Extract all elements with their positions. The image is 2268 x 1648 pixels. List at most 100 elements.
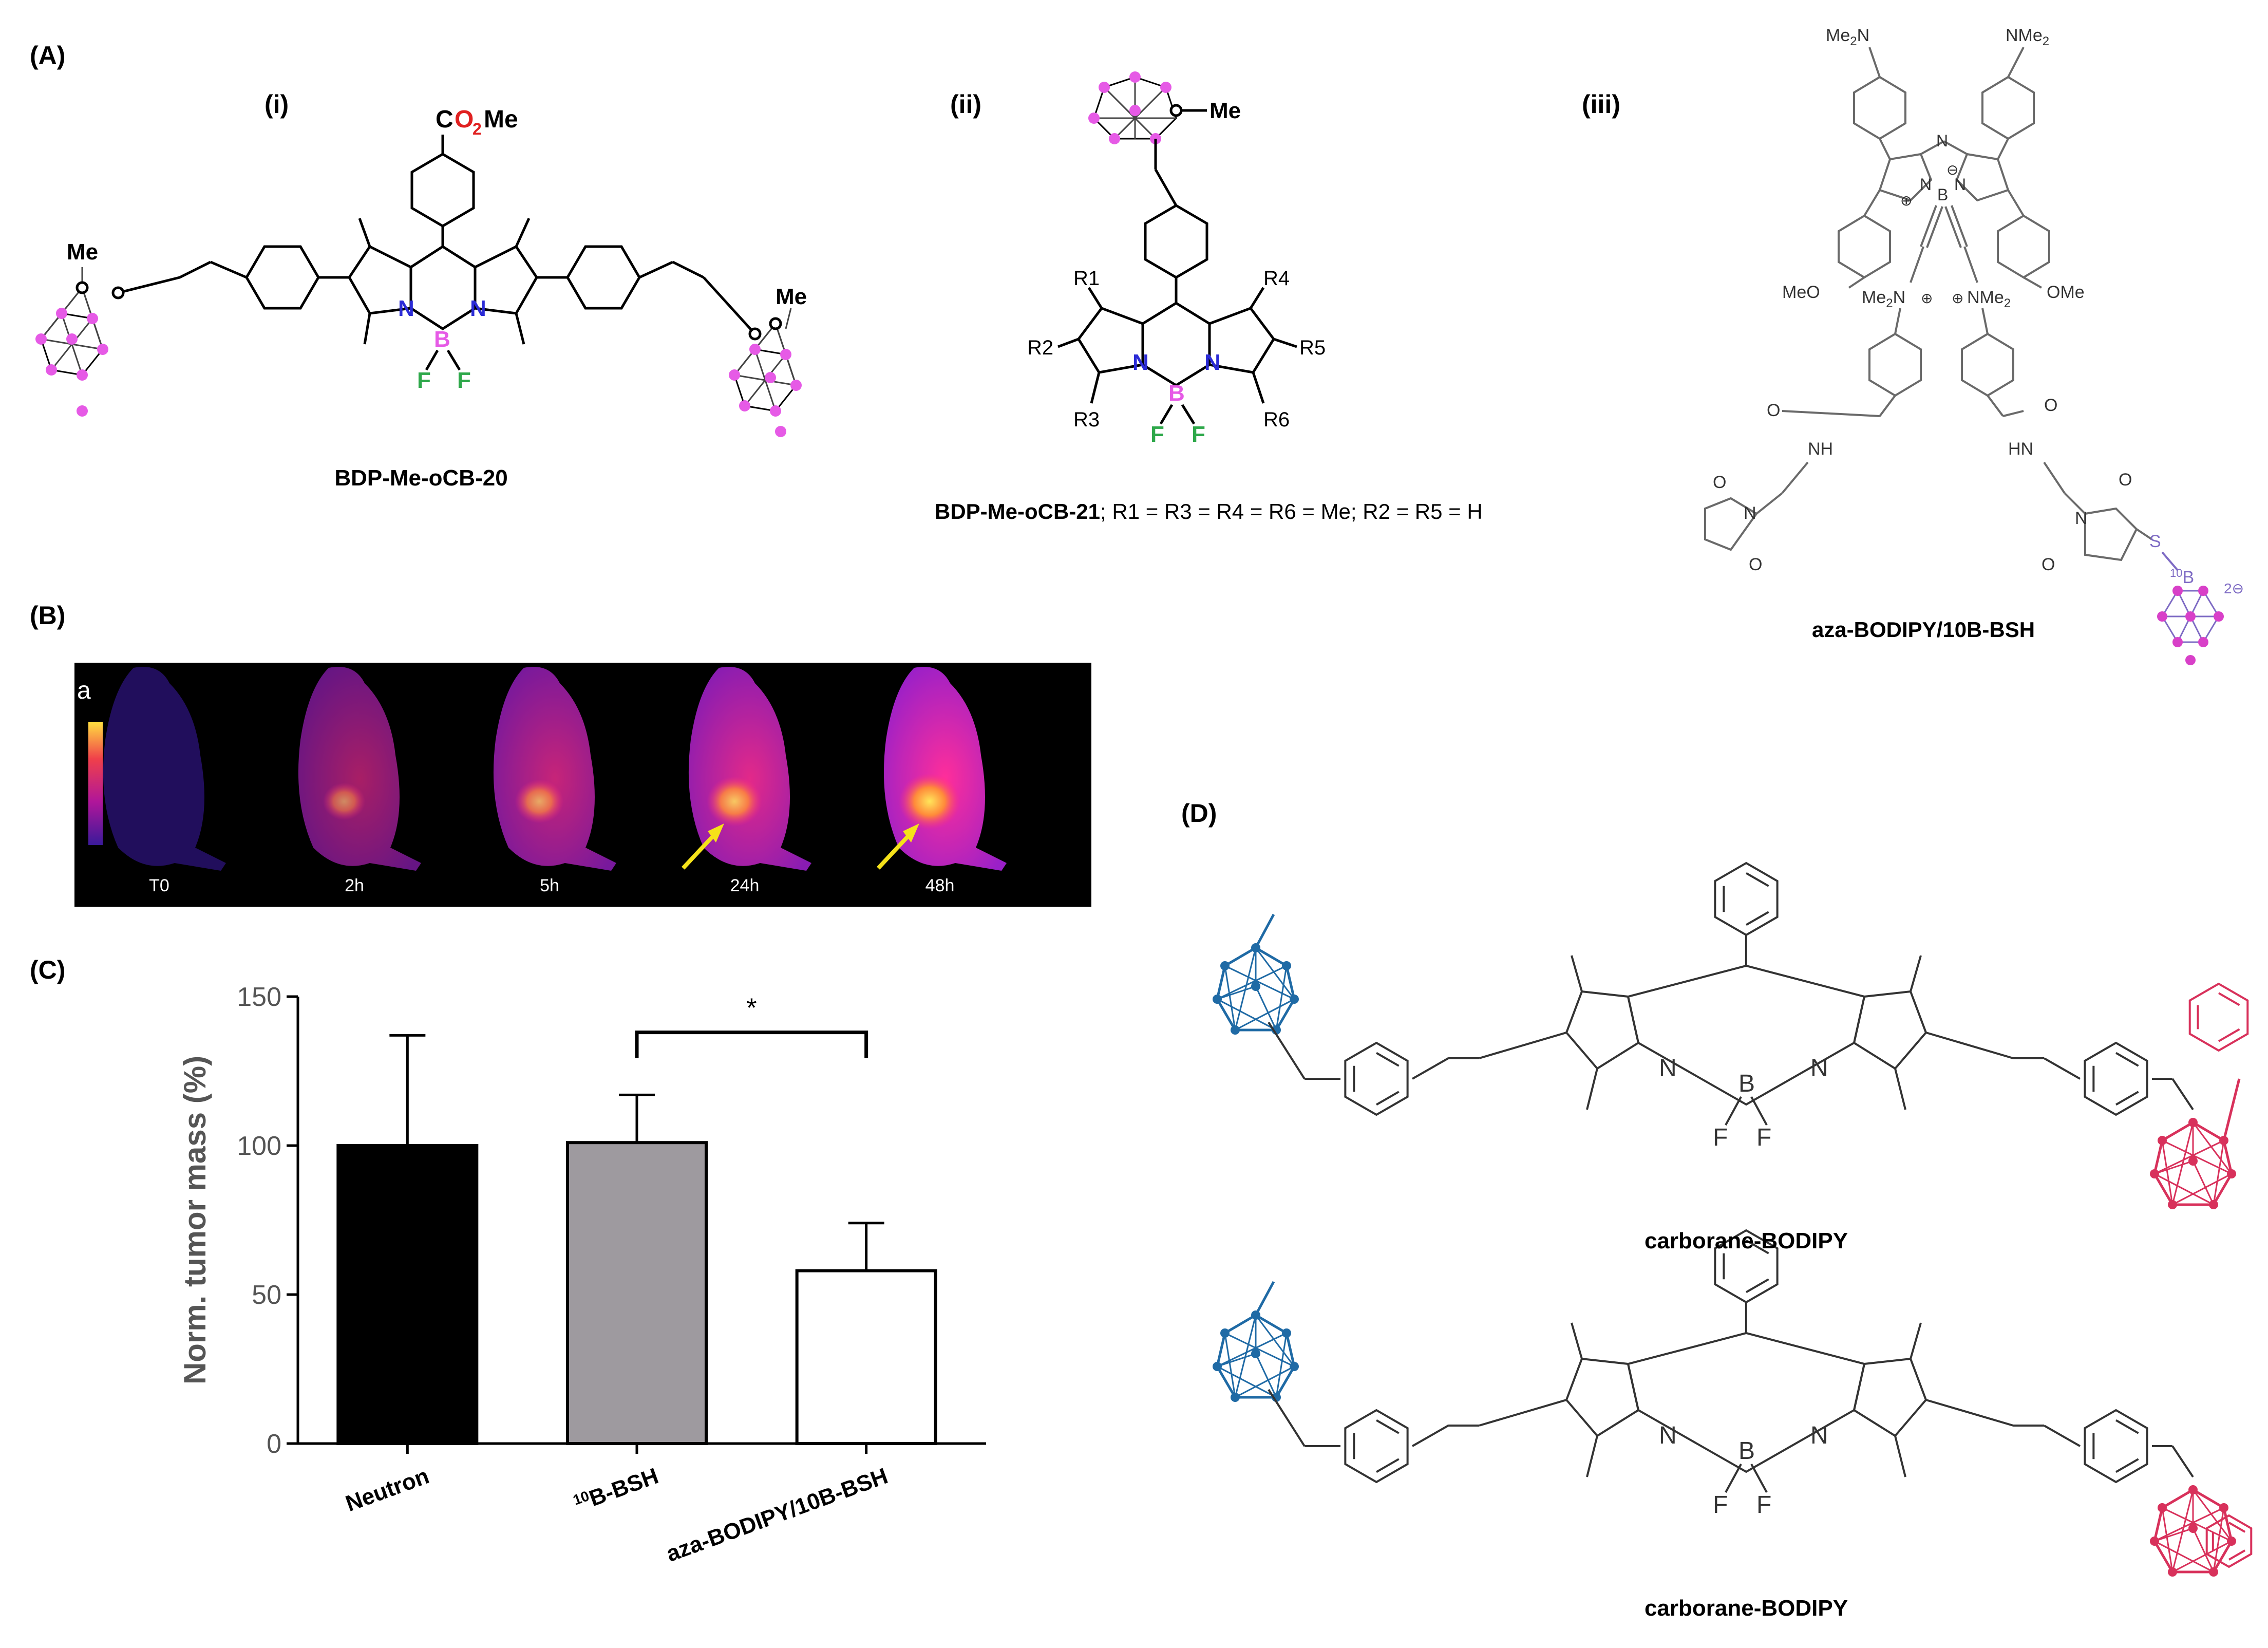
boron-vertex (2209, 1567, 2218, 1577)
significance-marker: * (746, 994, 757, 1023)
boron-vertex (1213, 995, 1222, 1004)
amide-nh: NH (1808, 439, 1833, 459)
compound-name-bdp-me-ocb-20: BDP-Me-oCB-20 (334, 465, 507, 491)
compound-name-bdp-me-ocb-21: BDP-Me-oCB-21; R1 = R3 = R4 = R6 = Me; R… (935, 499, 1483, 523)
benzene-ring (245, 245, 320, 310)
panel-label-a: (A) (30, 41, 65, 70)
nme2-top-left: Me2N (1826, 26, 1869, 48)
x-tick-label: Neutron (343, 1463, 432, 1516)
charge-minus: ⊖ (1946, 162, 1958, 178)
boron-vertex (2227, 1537, 2236, 1546)
atom-f-right: F (1192, 422, 1205, 447)
boron-vertex (2158, 1136, 2167, 1145)
y-tick-label: 150 (237, 982, 281, 1012)
x-tick-label: 10B-BSH (571, 1463, 662, 1516)
core-n-left: N (1920, 175, 1932, 194)
atom-b: B (1168, 381, 1185, 406)
r-group-2: R2 (1027, 336, 1053, 359)
x-tick-label: aza-BODIPY/10B-BSH (663, 1463, 891, 1567)
mouse-image: 2h (298, 667, 421, 895)
boron-vertex (2168, 1567, 2177, 1577)
r-group-3: R3 (1073, 408, 1100, 431)
pyrrole-ring (1853, 1357, 1927, 1437)
y-axis-label: Norm. tumor mass (%) (178, 1056, 212, 1384)
boron-vertices (729, 344, 802, 437)
amide-hn: HN (2008, 439, 2033, 459)
atom-f-left: F (1150, 422, 1164, 447)
pyrrole-ring (1565, 990, 1640, 1070)
bsh-charge: 2⊖ (2224, 580, 2244, 596)
subpanel-label-ii: (ii) (950, 90, 981, 119)
boron-vertex (2209, 1200, 2218, 1209)
r-group-4: R4 (1263, 267, 1290, 290)
fluorescence-hotspot (899, 773, 960, 830)
maleimide-o-bottom: O (1749, 555, 1762, 574)
mouse-image: 48h (877, 667, 1007, 895)
maleimide-n: N (1744, 503, 1756, 523)
timepoint-label: 2h (345, 876, 364, 895)
cage-me-left: Me (67, 239, 98, 265)
ammonium-plus-right: ⊕ (1952, 290, 1963, 306)
bar (566, 1141, 708, 1445)
atom-f-right: F (457, 368, 471, 393)
benzene-ring (1997, 214, 2050, 279)
subpanel-label-i: (i) (264, 90, 289, 119)
compound-name-carborane-bodipy-1: carborane-BODIPY (1645, 1228, 1848, 1253)
mouse-image: T0 (103, 667, 226, 895)
timepoint-label: 48h (925, 876, 955, 895)
boron-vertex (2188, 1118, 2198, 1127)
cage-me: Me (1209, 98, 1241, 123)
atom-n: N (1810, 1055, 1828, 1082)
atom-n-left: N (398, 296, 414, 321)
b10-label: 10B (2170, 567, 2194, 587)
timepoint-label: 24h (730, 876, 760, 895)
compound-name-bold: BDP-Me-oCB-21 (935, 499, 1100, 523)
carborane-cage (1213, 943, 1299, 1035)
intensity-scale-bar (88, 722, 103, 845)
cage-me-right: Me (776, 284, 807, 309)
carborane-cage (2150, 1485, 2236, 1577)
boron-vertex (1282, 1328, 1291, 1338)
fluorescence-hotspot (707, 776, 762, 827)
panel-label-c: (C) (30, 956, 65, 984)
atom-f: F (1713, 1124, 1728, 1151)
boron-vertex (2150, 1169, 2159, 1178)
boron-vertex (2158, 1503, 2167, 1512)
ester-o: O (455, 106, 474, 133)
benzene-ring (1144, 204, 1208, 279)
boron-vertices (2157, 586, 2224, 665)
bodipy-core (409, 245, 477, 330)
benzene-ring (1838, 214, 1891, 279)
boron-vertex (2188, 1156, 2198, 1166)
benzene-ring (2188, 982, 2249, 1052)
boron-vertex (2188, 1485, 2198, 1494)
boron-vertex (1290, 995, 1299, 1004)
atom-b: B (434, 327, 450, 352)
significance-bracket (635, 1031, 868, 1058)
fluorescence-hotspot (323, 782, 366, 820)
structure-bdp-me-ocb-21: Me N N B F F R1 R2 R3 R4 R5 R6 (1027, 71, 1326, 447)
succinimide-ring (2084, 507, 2138, 561)
boron-vertex (2150, 1537, 2159, 1546)
carborane-cage (2150, 1118, 2236, 1209)
amide-o-left: O (1767, 401, 1780, 420)
ester-c: C (436, 106, 453, 133)
thiol-s: S (2149, 532, 2161, 551)
meo-left: MeO (1782, 283, 1820, 302)
r-group-6: R6 (1263, 408, 1290, 431)
atom-n: N (1659, 1055, 1677, 1082)
r-group-definitions: ; R1 = R3 = R4 = R6 = Me; R2 = R5 = H (1100, 499, 1483, 523)
ome-right: OMe (2047, 283, 2085, 302)
boron-vertex (1231, 1393, 1240, 1402)
boron-vertex (2227, 1169, 2236, 1178)
ester-me: Me (484, 106, 518, 133)
core-b: B (1937, 185, 1948, 204)
pyrrole-ring (1565, 1357, 1640, 1437)
benzene-ring (1981, 76, 2035, 140)
ester-2: 2 (472, 120, 482, 138)
boron-vertex (1220, 1328, 1230, 1338)
structure-bdp-me-ocb-20: C O 2 Me N N B F F (35, 106, 807, 437)
